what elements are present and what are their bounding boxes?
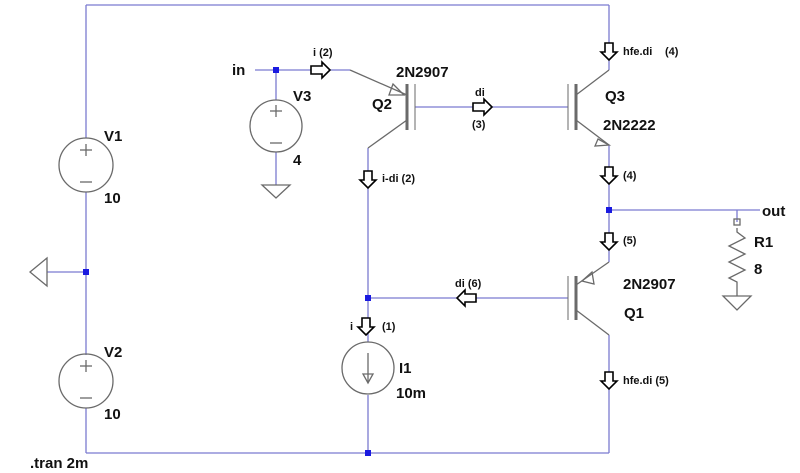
q2-model: 2N2907 xyxy=(396,64,449,81)
v2-name: V2 xyxy=(104,344,122,361)
current-arrow-down-icon xyxy=(599,371,619,391)
r1-name: R1 xyxy=(754,234,773,251)
label-di-6: di (6) xyxy=(455,278,482,290)
junction-dots xyxy=(83,67,612,456)
label-di-mid: di xyxy=(475,87,485,99)
current-arrow-down-icon xyxy=(599,232,619,252)
current-source-i1[interactable] xyxy=(341,341,395,395)
label-di-mid-num: (3) xyxy=(472,119,486,131)
current-arrow-down-icon xyxy=(599,166,619,186)
junction-in xyxy=(273,67,279,73)
label-hfe-top: hfe.di xyxy=(623,46,652,58)
v3-name: V3 xyxy=(293,88,311,105)
q3-model: 2N2222 xyxy=(603,117,656,134)
label-i-1-num: (1) xyxy=(382,321,396,333)
v1-name: V1 xyxy=(104,128,122,145)
ground-icon xyxy=(260,184,292,199)
current-arrow-down-icon xyxy=(358,170,378,190)
q1-name: Q1 xyxy=(624,305,644,322)
junction-ground xyxy=(83,269,89,275)
ground-icon xyxy=(28,256,48,288)
v2-value: 10 xyxy=(104,406,121,423)
node-out-label: out xyxy=(762,203,785,220)
node-in-label: in xyxy=(232,62,245,79)
label-i-minus-di: i-di (2) xyxy=(382,173,415,185)
label-q3-emitter: (4) xyxy=(623,170,637,182)
voltage-source-v3[interactable] xyxy=(249,99,303,153)
label-q1-emitter: (5) xyxy=(623,235,637,247)
i1-name: I1 xyxy=(399,360,412,377)
current-arrow-left-icon xyxy=(455,288,477,308)
label-hfe-bottom: hfe.di (5) xyxy=(623,375,669,387)
voltage-source-v2[interactable] xyxy=(58,353,114,409)
v1-value: 10 xyxy=(104,190,121,207)
resistor-r1[interactable] xyxy=(727,218,747,296)
current-arrow-down-icon xyxy=(356,317,376,337)
transistor-q2[interactable] xyxy=(349,69,416,149)
current-arrow-right-icon xyxy=(310,60,332,80)
current-arrow-down-icon xyxy=(599,42,619,62)
label-i-1: i xyxy=(350,321,353,333)
ground-icon xyxy=(721,295,753,311)
i1-value: 10m xyxy=(396,385,426,402)
transistor-q3[interactable] xyxy=(567,69,612,147)
transistor-q1[interactable] xyxy=(567,261,610,336)
current-arrow-right-icon xyxy=(472,97,494,117)
spice-directive[interactable]: .tran 2m xyxy=(30,455,88,472)
label-hfe-top-num: (4) xyxy=(665,46,679,58)
q2-name: Q2 xyxy=(372,96,392,113)
label-i-in: i (2) xyxy=(313,47,333,59)
junction-out xyxy=(606,207,612,213)
r1-value: 8 xyxy=(754,261,762,278)
q3-name: Q3 xyxy=(605,88,625,105)
v3-value: 4 xyxy=(293,152,302,169)
junction-bottom xyxy=(365,450,371,456)
junction-mid xyxy=(365,295,371,301)
voltage-source-v1[interactable] xyxy=(58,137,114,193)
q1-model: 2N2907 xyxy=(623,276,676,293)
